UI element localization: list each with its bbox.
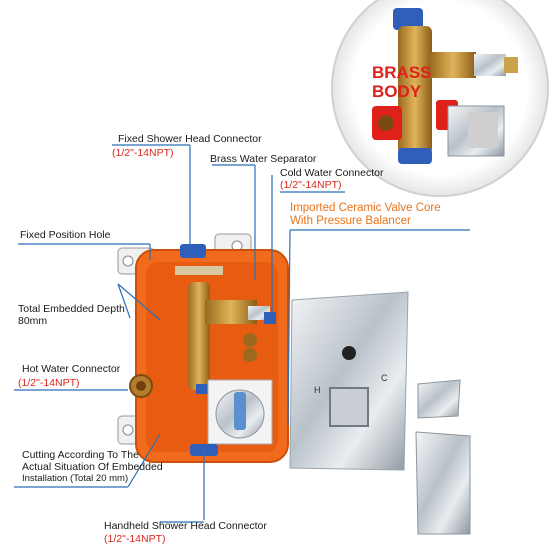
trim-plate <box>289 291 409 471</box>
label-cutting-line1: Cutting According To The <box>22 449 139 461</box>
label-handheld-spec: (1/2"-14NPT) <box>104 533 166 545</box>
label-ceramic-core-line1: Imported Ceramic Valve Core <box>290 202 441 214</box>
label-cutting-line3: Installation (Total 20 mm) <box>22 473 129 484</box>
label-hot-water-spec: (1/2"-14NPT) <box>18 377 80 389</box>
label-total-depth-line1: Total Embedded Depth <box>18 303 125 315</box>
brass-body-inset: BRASS BODY <box>331 0 549 197</box>
plate-mark-cold: C <box>381 373 388 383</box>
brass-label-line2: BODY <box>372 82 422 101</box>
label-ceramic-core-line2: With Pressure Balancer <box>290 215 411 227</box>
leader-lines <box>14 144 470 523</box>
label-cutting-line2: Actual Situation Of Embedded <box>22 461 163 473</box>
handle-pieces <box>415 379 471 535</box>
label-hot-water-connector: Hot Water Connector <box>22 363 121 375</box>
brass-label-line1: BRASS <box>372 63 432 82</box>
valve-housing <box>129 244 289 463</box>
label-brass-separator: Brass Water Separator <box>210 153 317 165</box>
label-cold-water-connector: Cold Water Connector <box>280 167 384 179</box>
label-handheld-connector: Handheld Shower Head Connector <box>104 520 267 532</box>
plate-mark-hot: H <box>314 385 321 395</box>
label-cold-water-spec: (1/2"-14NPT) <box>280 179 342 191</box>
label-fixed-shower-spec: (1/2"-14NPT) <box>112 147 174 159</box>
label-fixed-shower-connector: Fixed Shower Head Connector <box>118 133 262 145</box>
label-fixed-position-hole: Fixed Position Hole <box>20 229 111 241</box>
label-total-depth-line2: 80mm <box>18 315 48 327</box>
